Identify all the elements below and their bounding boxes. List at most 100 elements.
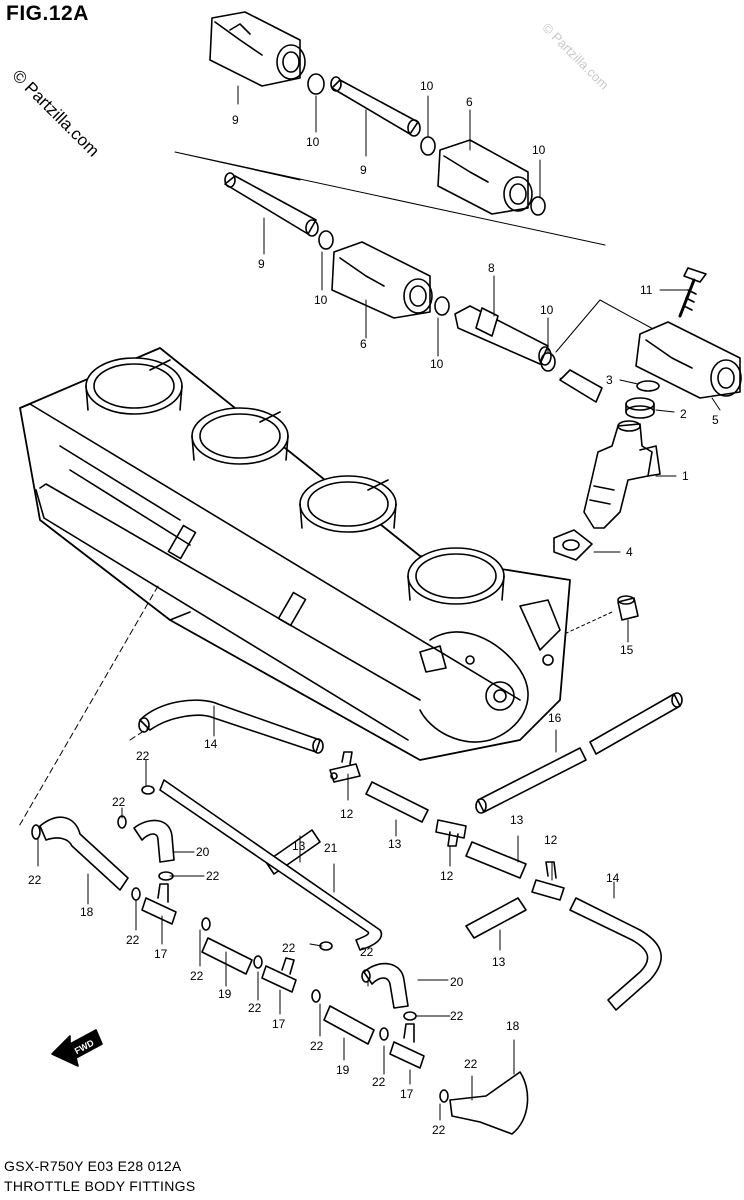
leader-lines [37,85,721,1121]
tee-12b [435,819,467,847]
callout-13: 13 [292,839,306,853]
tee-12a [329,751,361,783]
holder-5 [635,321,742,399]
figure-title: FIG.12A [6,2,89,25]
hose-13d [465,897,527,939]
callout-14: 14 [204,737,218,751]
guide-line-assembly [17,585,177,829]
callout-21: 21 [324,841,338,855]
callout-18: 18 [506,1019,520,1033]
guide-line-cap [559,611,613,637]
fwd-arrow-icon [51,1029,103,1067]
callout-22: 22 [360,945,374,959]
callout-19: 19 [218,987,232,1001]
callout-10: 10 [540,303,554,317]
cushion-2 [625,397,655,419]
cap-15 [617,595,639,621]
holder-7 [209,11,306,87]
callout-22: 22 [126,933,140,947]
throttle-body [19,347,571,761]
callout-12: 12 [340,807,354,821]
hose-13b [365,781,429,823]
callout-22: 22 [112,795,126,809]
callout-22: 22 [248,1001,262,1015]
callout-22: 22 [136,749,150,763]
callout-16: 16 [548,711,562,725]
callout-10: 10 [314,293,328,307]
callout-5: 5 [712,413,719,427]
pipe-9a [330,76,421,137]
o-ring-10f [540,352,556,372]
callout-17: 17 [272,1017,286,1031]
figure-caption: THROTTLE BODY FITTINGS [4,1178,196,1194]
tee-12c [531,861,565,901]
callout-22: 22 [28,873,42,887]
callout-18: 18 [80,905,94,919]
callout-12: 12 [544,833,558,847]
callout-14: 14 [606,871,620,885]
pipe-9b [224,172,319,237]
hose-18-left [39,816,129,891]
hose-13c [465,841,527,879]
callout-22: 22 [450,1009,464,1023]
bolt-11 [678,267,707,318]
callout-6: 6 [360,337,367,351]
callout-20: 20 [196,845,210,859]
hose-19b [323,1005,375,1045]
callout-13: 13 [492,955,506,969]
callout-22: 22 [206,869,220,883]
o-ring-3 [636,380,660,392]
callout-7: 9 [232,113,239,127]
seal-4 [553,529,593,561]
callout-11: 11 [640,283,653,297]
o-ring-10e [434,296,450,316]
o-ring-10c [530,196,546,216]
callout-9: 9 [258,257,265,271]
callout-22: 22 [190,969,204,983]
callout-6: 6 [466,95,473,109]
hose-18-right [449,1071,529,1135]
hose-20a [133,819,175,863]
callout-4: 4 [626,545,633,559]
callout-1: 1 [682,469,689,483]
callout-3: 3 [606,373,613,387]
hose-14-left [138,699,324,754]
hose-21 [159,779,383,951]
callout-13: 13 [388,837,402,851]
callout-labels: 9 10 9 10 6 10 9 10 6 8 10 10 11 3 2 5 1… [28,79,719,1137]
tee-17c [389,1023,425,1069]
callout-10: 10 [430,357,444,371]
o-ring-10b [420,136,436,156]
callout-22: 22 [282,941,296,955]
hose-16 [475,692,683,814]
callout-8: 8 [488,261,495,275]
callout-17: 17 [154,947,168,961]
callout-9: 9 [360,163,367,177]
callout-22: 22 [372,1075,386,1089]
callout-12: 12 [440,869,454,883]
callout-2: 2 [680,407,687,421]
callout-10: 10 [306,135,320,149]
o-ring-10d [318,230,334,250]
callout-20: 20 [450,975,464,989]
tee-17a [141,883,177,925]
callout-22: 22 [464,1057,478,1071]
holder-6a [437,139,533,215]
holder-6b [331,241,433,319]
model-code: GSX-R750Y E03 E28 012A [4,1158,182,1174]
callout-22: 22 [310,1039,324,1053]
hose-20b [363,962,409,1009]
hose-14-right [569,897,662,1011]
tee-17b [261,957,297,993]
callout-22: 22 [432,1123,446,1137]
callout-17: 17 [400,1087,414,1101]
hose-19a [201,937,253,975]
guide-line-top [174,151,606,246]
callout-15: 15 [620,643,634,657]
callout-19: 19 [336,1063,350,1077]
callout-10: 10 [420,79,434,93]
callout-10: 10 [532,143,546,157]
o-ring-10a [307,73,325,95]
joint-8 [454,305,552,366]
